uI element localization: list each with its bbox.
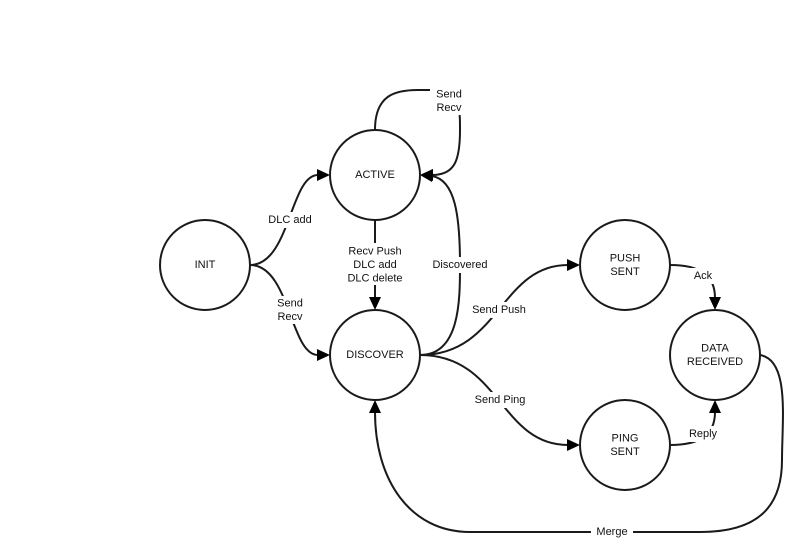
arrowhead	[567, 439, 580, 451]
arrowhead	[420, 169, 433, 182]
label-line: Reply	[689, 428, 718, 440]
state-label: DISCOVER	[346, 349, 404, 361]
label-line: Send Ping	[475, 394, 526, 406]
label-line: SENT	[610, 266, 640, 278]
state-discover: DISCOVER	[329, 309, 421, 401]
label-line: RECEIVED	[687, 356, 743, 368]
label-line: Send	[436, 88, 462, 100]
state-label: DATA RECEIVED	[687, 342, 743, 368]
label-line: INIT	[195, 259, 216, 271]
label-line: PING	[612, 432, 639, 444]
label-line: DLC add	[353, 259, 396, 271]
edge-label: Reply	[689, 428, 718, 440]
edge-label: Ack	[694, 270, 713, 282]
label-line: Recv Push	[348, 245, 401, 257]
edge-data-received-to-discover: Merge	[369, 354, 784, 540]
state-label: INIT	[195, 259, 216, 271]
state-label: PUSH SENT	[610, 252, 641, 278]
arrowhead	[567, 259, 580, 271]
state-label: ACTIVE	[355, 169, 395, 181]
state-active: ACTIVE	[329, 129, 421, 221]
label-line: DLC delete	[347, 272, 402, 284]
label-line: Send	[277, 297, 303, 309]
edge-label: Merge	[596, 526, 627, 538]
arrowhead	[317, 169, 330, 181]
edge-ping-sent-to-data-received: Reply	[669, 400, 723, 446]
edge-label: Discovered	[432, 259, 487, 271]
state-init: INIT	[159, 219, 251, 311]
edge-discover-to-ping-sent: Send Ping	[419, 354, 580, 451]
label-line: Discovered	[432, 259, 487, 271]
label-line: Send Push	[472, 304, 526, 316]
label-line: PUSH	[610, 252, 641, 264]
edge-init-to-active: DLC add	[249, 169, 330, 266]
label-line: Recv	[436, 102, 462, 114]
arrowhead	[709, 297, 721, 310]
arrowhead	[317, 349, 330, 361]
state-ping-sent: PING SENT	[579, 399, 671, 491]
label-line: Merge	[596, 526, 627, 538]
label-line: DISCOVER	[346, 349, 404, 361]
state-data-received: DATA RECEIVED	[669, 309, 761, 401]
label-line: DLC add	[268, 214, 311, 226]
edge-discover-to-push-sent: Send Push	[419, 259, 580, 356]
label-line: ACTIVE	[355, 169, 395, 181]
label-line: Ack	[694, 270, 713, 282]
state-label: PING SENT	[610, 432, 640, 458]
state-push-sent: PUSH SENT	[579, 219, 671, 311]
label-line: DATA	[701, 342, 729, 354]
edge-discover-to-active: Discovered	[419, 169, 493, 356]
label-line: SENT	[610, 446, 640, 458]
edge-push-sent-to-data-received: Ack	[669, 264, 721, 310]
arrowhead	[369, 400, 381, 413]
arrowhead	[709, 400, 721, 413]
edge-label: Send Ping	[475, 394, 526, 406]
arrowhead	[369, 297, 381, 310]
edge-label: Send Push	[472, 304, 526, 316]
label-line: Recv	[277, 311, 303, 323]
edge-label: DLC add	[268, 214, 311, 226]
